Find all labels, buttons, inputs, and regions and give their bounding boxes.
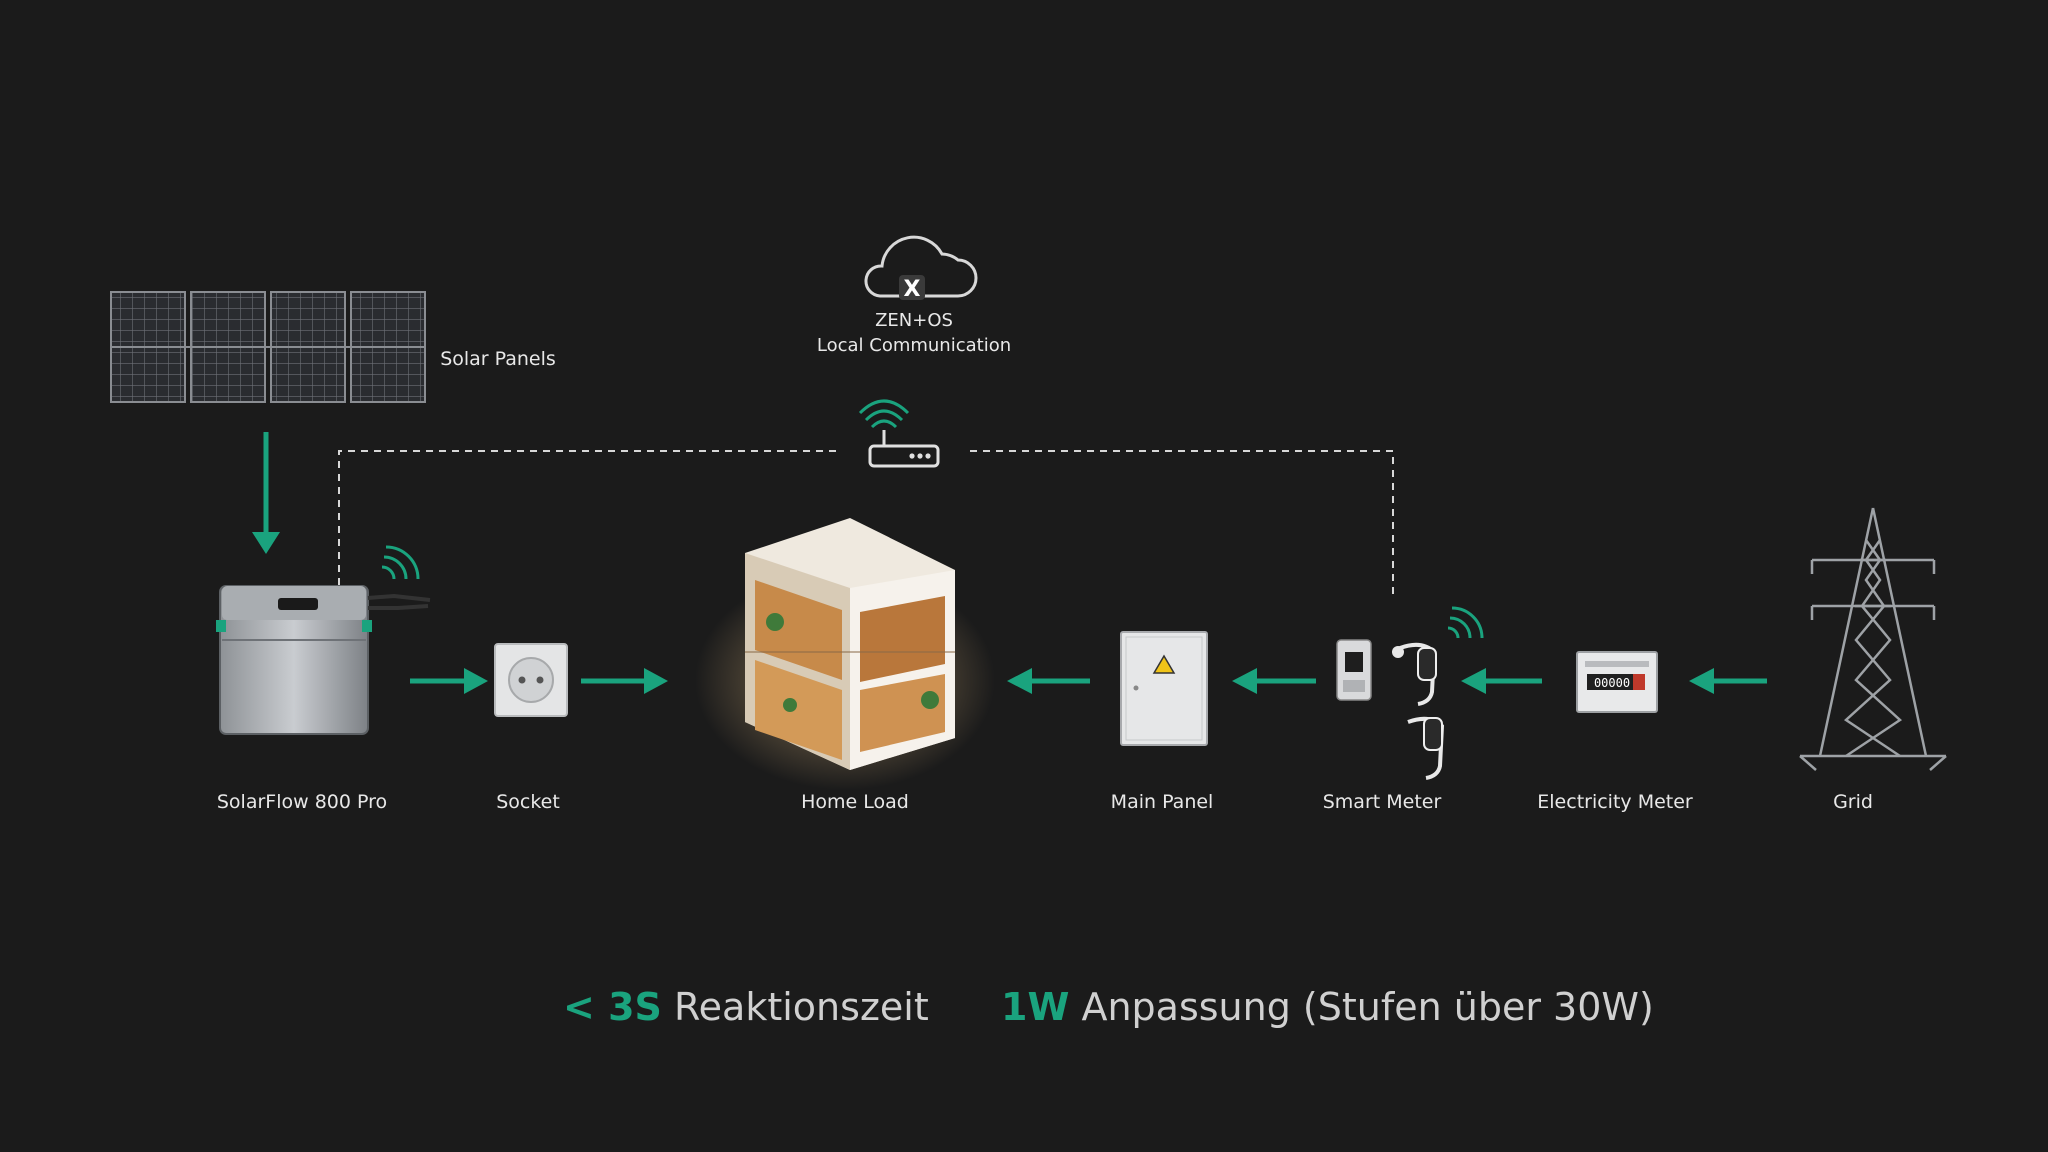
- metric-value: 1W: [1001, 985, 1070, 1029]
- metric-response-time: < 3S Reaktionszeit: [563, 985, 929, 1029]
- smart-meter-icon: [1336, 606, 1484, 780]
- main-panel-icon: [1120, 631, 1208, 746]
- arrow-left-icon: [1007, 668, 1090, 694]
- label-electricity-meter: Electricity Meter: [1537, 791, 1693, 813]
- arrow-right-icon: [410, 668, 488, 694]
- electricity-meter-icon: 00000: [1576, 651, 1658, 713]
- metric-text: Reaktionszeit: [673, 985, 929, 1029]
- router-icon: [858, 399, 940, 468]
- label-smart-meter: Smart Meter: [1322, 791, 1442, 813]
- label-main-panel: Main Panel: [1110, 791, 1214, 813]
- socket-icon: [494, 643, 568, 717]
- cloud-caption: ZEN+OS Local Communication: [817, 308, 1011, 358]
- arrow-left-icon: [1689, 668, 1767, 694]
- communication-dashed-line: [338, 450, 1394, 598]
- metric-text: Anpassung (Stufen über 30W): [1081, 985, 1654, 1029]
- house-icon: [695, 518, 995, 790]
- label-home-load: Home Load: [801, 791, 909, 813]
- label-solar-panels: Solar Panels: [440, 348, 556, 370]
- metric-value: < 3S: [563, 985, 662, 1029]
- arrow-left-icon: [1461, 668, 1542, 694]
- cloud-subtitle: Local Communication: [816, 335, 1012, 356]
- arrow-right-icon: [581, 668, 668, 694]
- arrow-down-icon: [252, 432, 280, 554]
- label-grid: Grid: [1833, 791, 1873, 813]
- metric-adjustment: 1W Anpassung (Stufen über 30W): [1001, 985, 1654, 1029]
- cloud-letter: X: [904, 277, 921, 302]
- cloud-x-icon: X: [864, 235, 978, 302]
- solarflow-device-icon: [216, 545, 431, 735]
- label-solarflow: SolarFlow 800 Pro: [216, 791, 388, 813]
- cloud-title: ZEN+OS: [875, 310, 953, 331]
- label-socket: Socket: [496, 791, 560, 813]
- meter-reading: 00000: [1594, 676, 1630, 690]
- power-tower-icon: [1799, 507, 1947, 771]
- solar-panels-icon: [110, 291, 426, 403]
- arrow-left-icon: [1232, 668, 1316, 694]
